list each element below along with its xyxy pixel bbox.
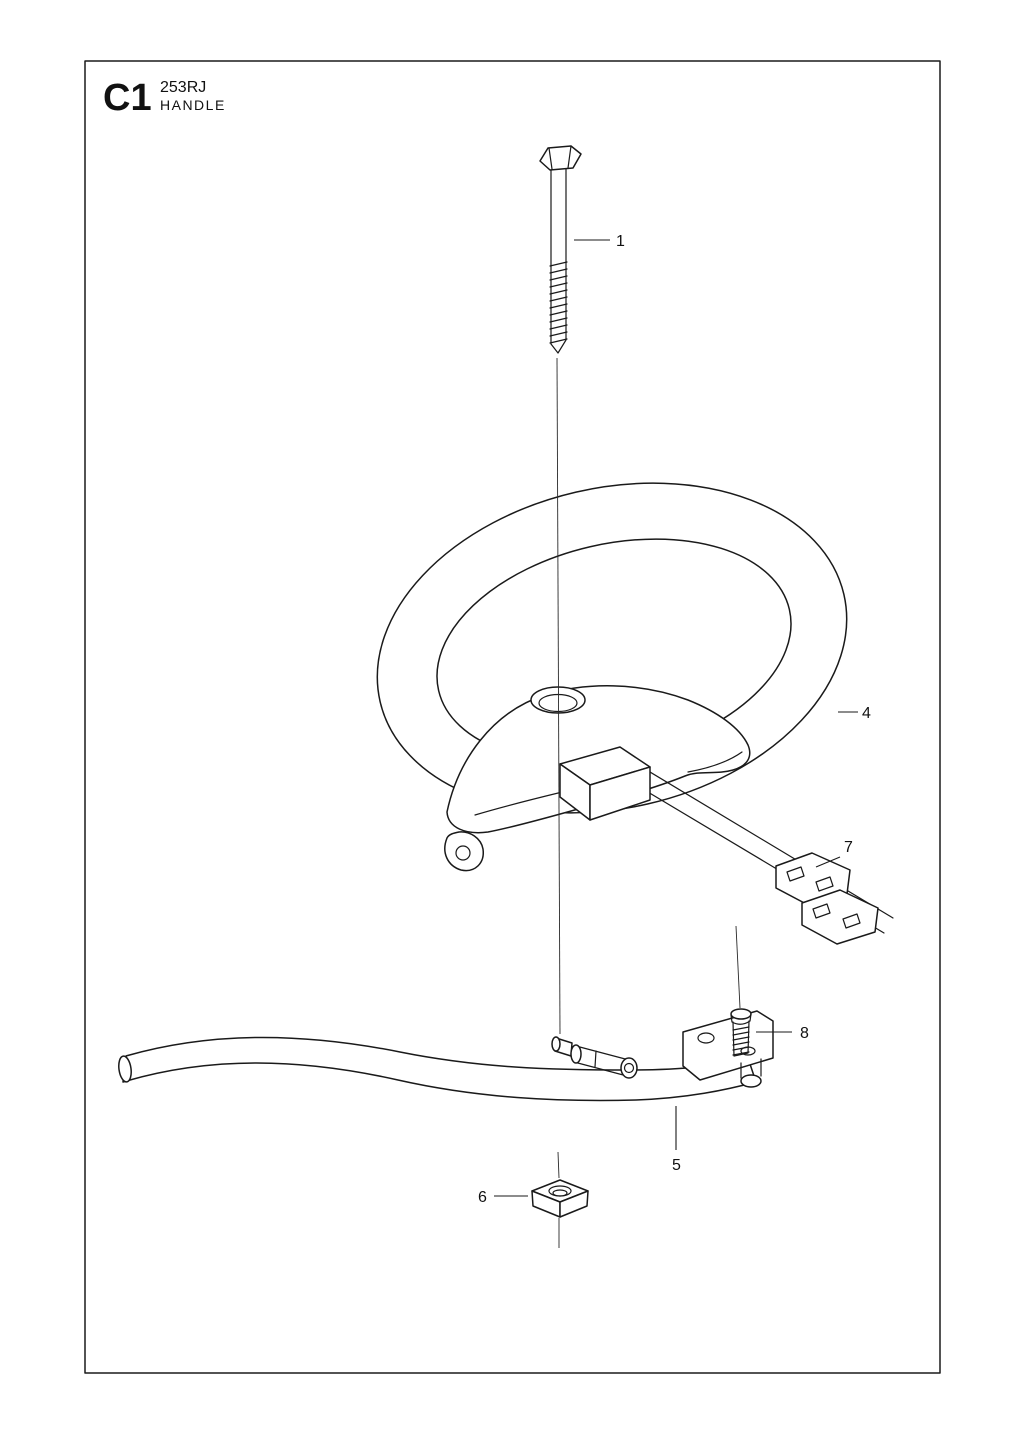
handle-pin — [551, 1036, 638, 1079]
diagram-header: C1 253RJ HANDLE — [103, 77, 226, 119]
part-label-1: 1 — [616, 233, 625, 250]
handle-bracket — [682, 1010, 774, 1081]
part-label-5: 5 — [672, 1157, 681, 1174]
hex-bolt-part-1 — [539, 145, 582, 354]
page-border — [84, 60, 941, 1374]
screw-part-8 — [730, 1008, 752, 1057]
assembly-centerlines — [556, 357, 741, 1248]
part-label-7: 7 — [844, 839, 853, 856]
part-label-4: 4 — [862, 705, 871, 722]
section-code: C1 — [103, 77, 152, 119]
model-number: 253RJ — [160, 79, 206, 96]
leader-7 — [815, 856, 841, 868]
callouts: 1 4 7 8 5 6 — [478, 233, 871, 1206]
loop-handle-part-4 — [376, 482, 894, 934]
lower-handle-part-5 — [118, 1010, 774, 1102]
part-label-8: 8 — [800, 1025, 809, 1042]
square-nut-part-6 — [531, 1179, 589, 1218]
section-title: HANDLE — [160, 97, 226, 113]
part-label-6: 6 — [478, 1189, 487, 1206]
clamp-part-7 — [775, 852, 879, 945]
